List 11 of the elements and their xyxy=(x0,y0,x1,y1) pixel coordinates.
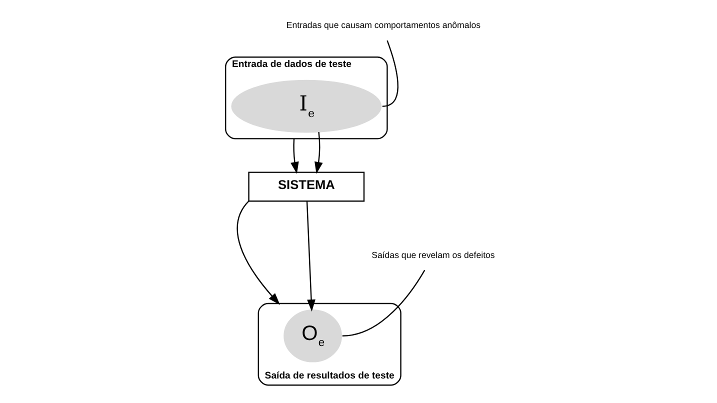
node-ellipse: I$_{e}$ xyxy=(230,80,382,133)
node-text: Saídas que revelam os defeitos xyxy=(371,250,494,260)
arrow xyxy=(236,200,280,305)
node-box: SISTEMA xyxy=(248,172,364,202)
connector xyxy=(342,270,425,336)
connector xyxy=(382,40,398,107)
node-circle: O$_{e}$ xyxy=(283,310,342,362)
arrow xyxy=(290,138,298,174)
arrow xyxy=(314,132,322,174)
arrow xyxy=(306,201,315,312)
node-text: Entradas que causam comportamentos anômalos xyxy=(286,20,480,30)
